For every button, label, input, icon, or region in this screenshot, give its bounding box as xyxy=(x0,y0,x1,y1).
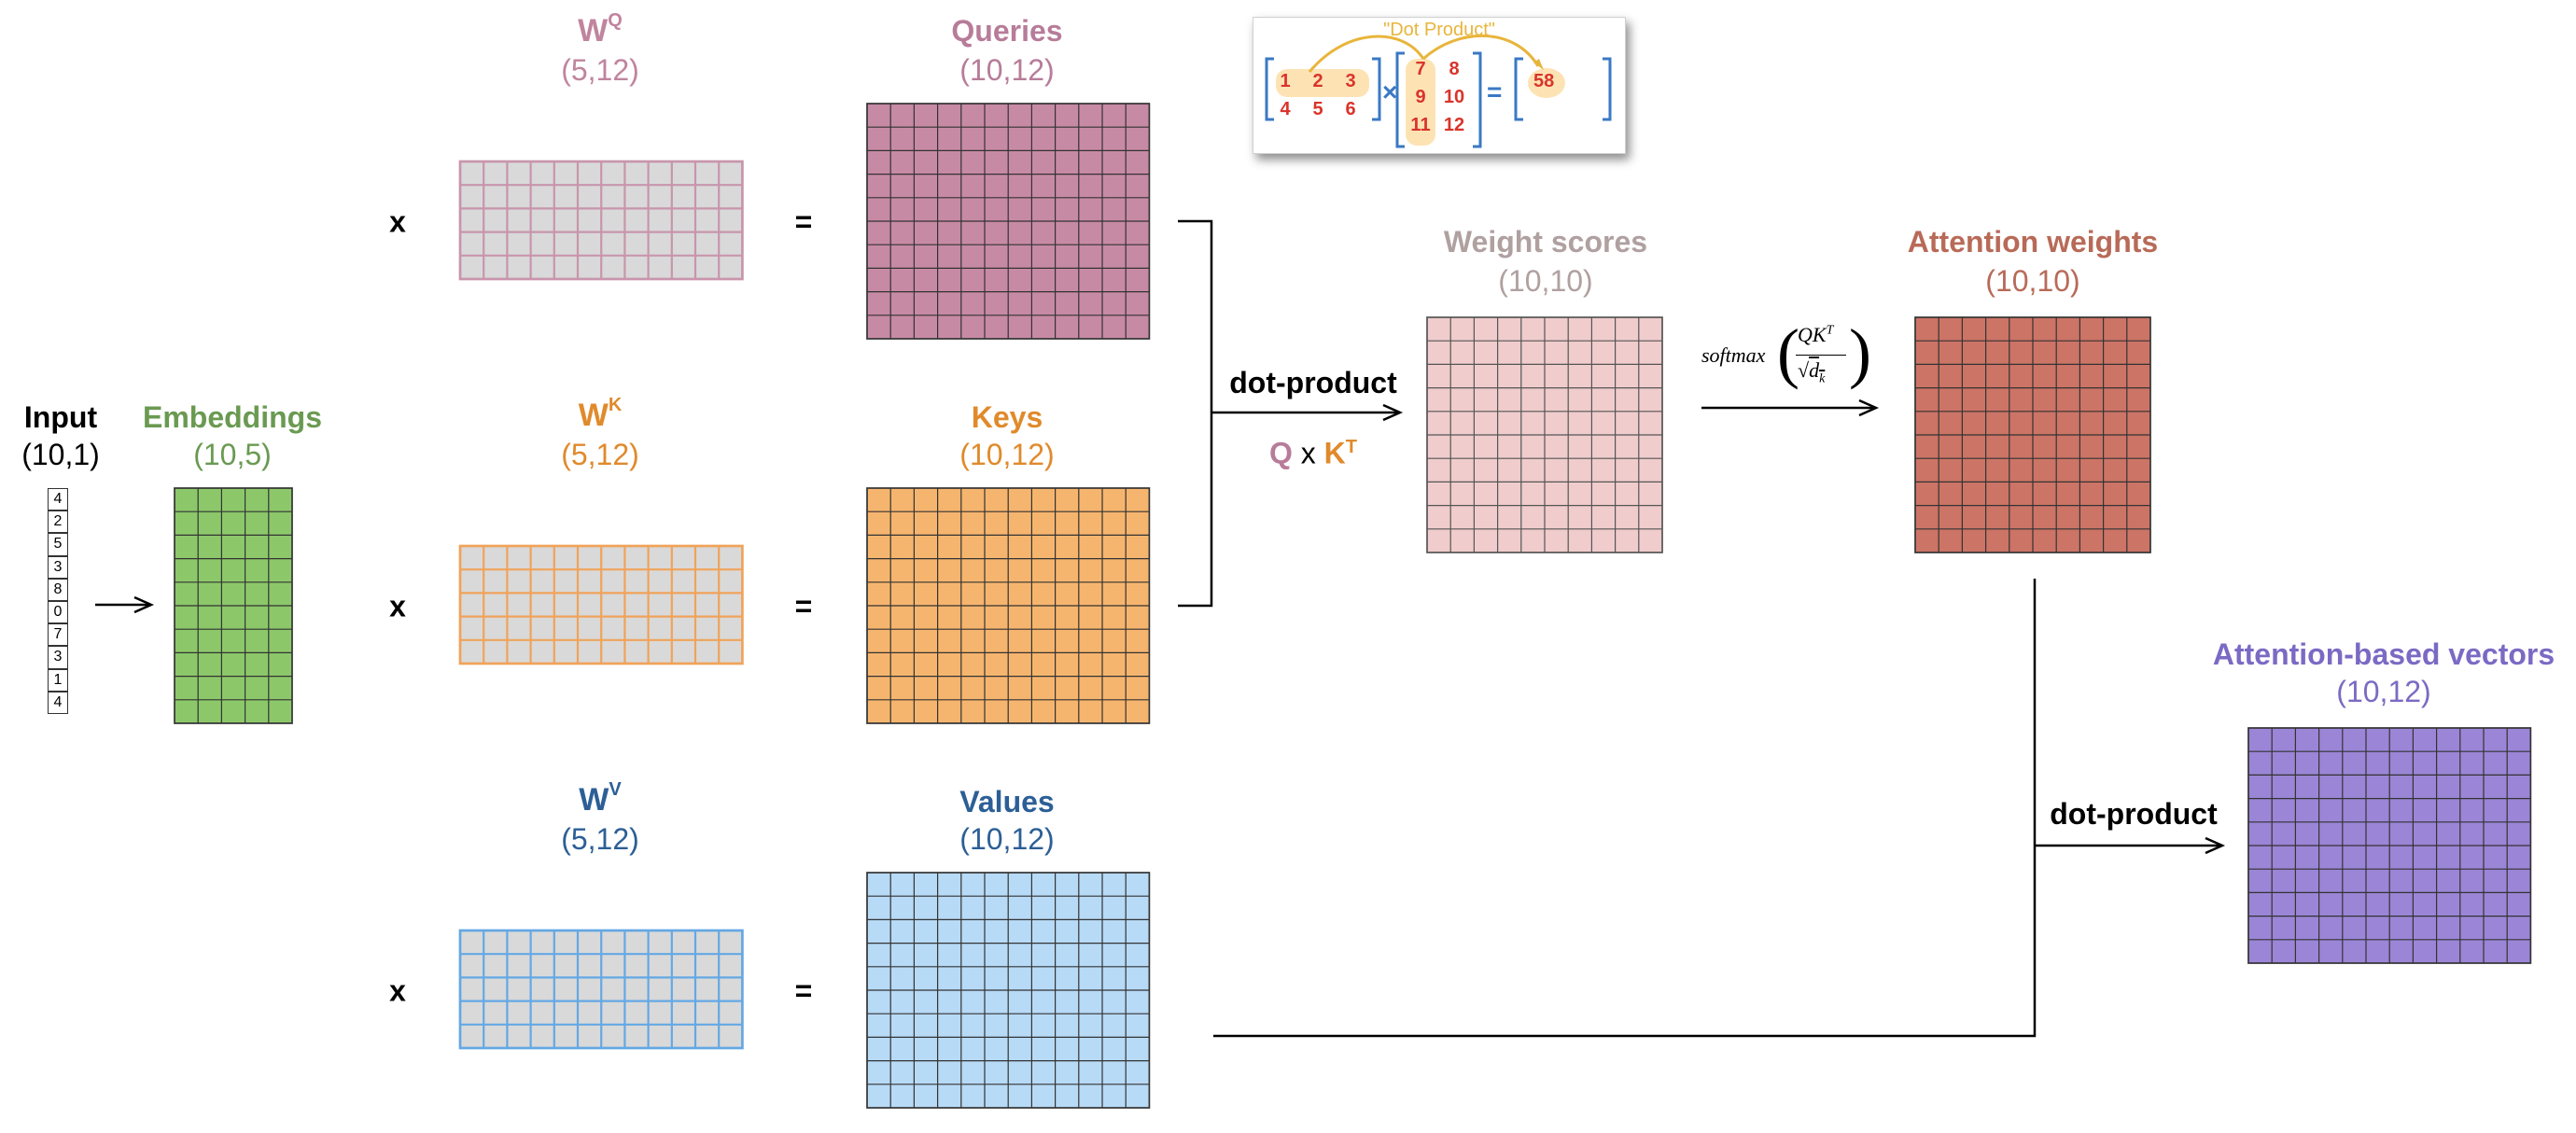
input-cell: 3 xyxy=(48,555,68,579)
equals-q: = xyxy=(794,204,813,239)
inset-b-cell: 11 xyxy=(1410,115,1431,135)
inset-b-cell: 7 xyxy=(1415,59,1426,79)
attention-vectors-dims: (10,12) xyxy=(2336,675,2431,708)
attention-weights-dims: (10,10) xyxy=(1985,264,2080,298)
attention-vectors-label: Attention-based vectors xyxy=(2212,637,2555,671)
inset-a-cell: 4 xyxy=(1280,99,1291,119)
inset-a-cell: 1 xyxy=(1280,71,1291,91)
times-v: x xyxy=(389,973,406,1008)
inset-a-cell: 5 xyxy=(1312,99,1323,119)
inset-times: × xyxy=(1382,77,1398,106)
weight-scores-label: Weight scores xyxy=(1443,225,1648,259)
attention-weights-label: Attention weights xyxy=(1907,225,2159,259)
wq-dims: (5,12) xyxy=(561,53,639,87)
values-connector xyxy=(1213,579,2037,1038)
inset-b-cell: 9 xyxy=(1415,87,1426,107)
softmax-formula: softmax ( QKT √dk ) xyxy=(1701,315,1871,390)
times-q: x xyxy=(389,204,406,239)
dot-product-label-1: dot-product xyxy=(1229,366,1397,399)
values-label: Values xyxy=(959,785,1055,818)
input-cell: 3 xyxy=(48,646,68,669)
wv-label: WV xyxy=(579,778,622,818)
inset-title: "Dot Product" xyxy=(1383,20,1495,40)
inset-a-cell: 3 xyxy=(1345,71,1356,91)
inset-b-cell: 8 xyxy=(1449,59,1460,79)
wk-label: WK xyxy=(578,394,623,433)
input-cell: 1 xyxy=(48,668,68,692)
inset-equals: = xyxy=(1487,77,1503,106)
input-cell: 4 xyxy=(48,691,68,714)
equals-v: = xyxy=(794,973,813,1008)
qk-connector xyxy=(1178,219,1213,608)
input-cell: 5 xyxy=(48,533,68,556)
weight-scores-dims: (10,10) xyxy=(1498,264,1593,298)
input-cell: 4 xyxy=(48,488,68,511)
input-cell: 0 xyxy=(48,600,68,624)
queries-label: Queries xyxy=(951,14,1063,48)
input-cell: 2 xyxy=(48,511,68,534)
times-k: x xyxy=(389,589,406,623)
input-dims: (10,1) xyxy=(21,438,100,471)
qkt-label: Q x KT xyxy=(1269,436,1357,470)
inset-b-cell: 12 xyxy=(1443,115,1465,135)
wv-dims: (5,12) xyxy=(561,822,639,856)
input-label: Input xyxy=(23,400,98,434)
inset-a-cell: 6 xyxy=(1345,99,1356,119)
inset-a-cell: 2 xyxy=(1312,71,1323,91)
input-cell: 8 xyxy=(48,578,68,601)
wk-dims: (5,12) xyxy=(561,438,639,471)
queries-dims: (10,12) xyxy=(959,53,1055,87)
inset-b-cell: 10 xyxy=(1443,87,1465,107)
keys-dims: (10,12) xyxy=(959,438,1055,471)
input-cell: 7 xyxy=(48,623,68,647)
equals-k: = xyxy=(794,589,813,623)
embeddings-dims: (10,5) xyxy=(193,438,272,471)
values-dims: (10,12) xyxy=(959,822,1055,856)
inset-result: 58 xyxy=(1533,71,1555,91)
keys-label: Keys xyxy=(971,400,1043,434)
dot-product-example-graphic xyxy=(1265,34,1612,148)
wq-label: WQ xyxy=(578,9,623,49)
embeddings-label: Embeddings xyxy=(142,400,323,434)
dot-product-label-2: dot-product xyxy=(2050,797,2218,831)
